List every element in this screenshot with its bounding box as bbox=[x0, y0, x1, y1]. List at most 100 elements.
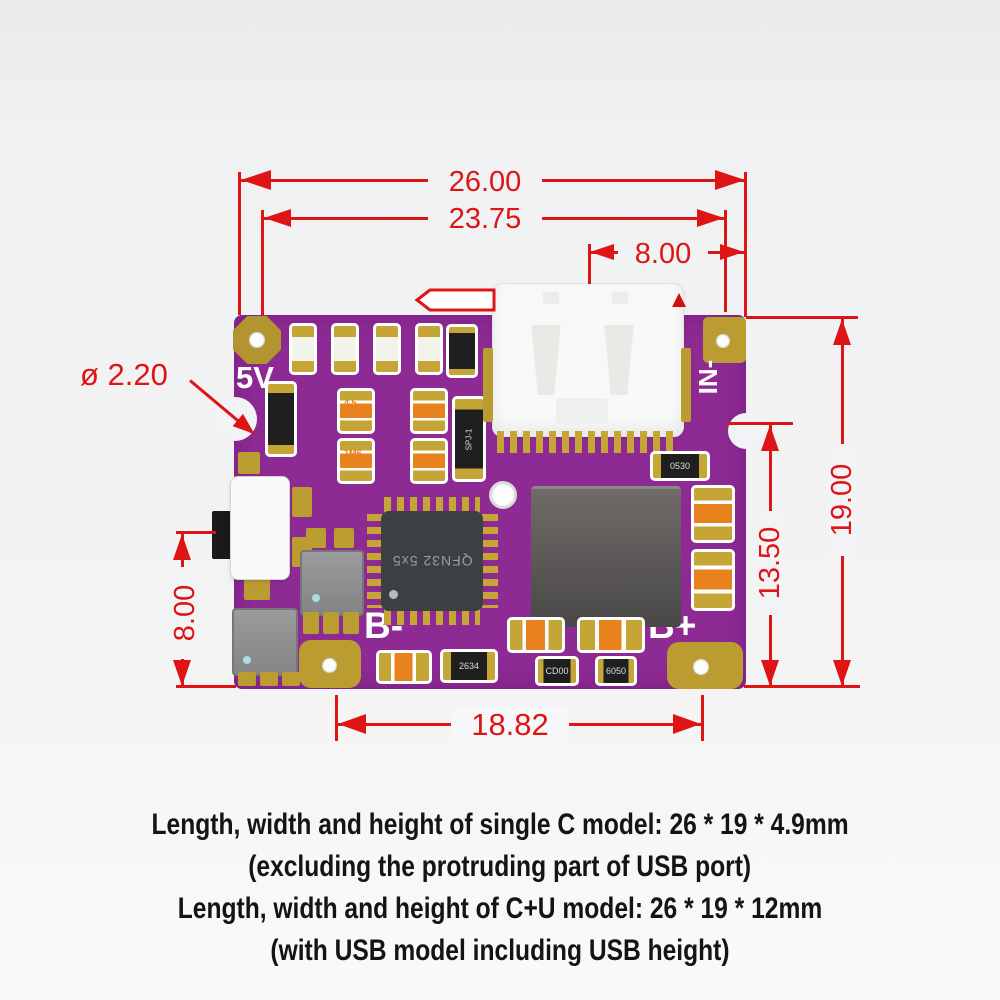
dim-arrow-icon bbox=[720, 244, 744, 260]
smd-ic-mid: SPJ-1 bbox=[452, 396, 486, 482]
smd-capacitor bbox=[376, 650, 432, 684]
battery-hole-plus bbox=[693, 659, 709, 675]
smd-capacitor bbox=[410, 438, 448, 484]
dim-switch-height-tick-top bbox=[176, 531, 216, 534]
dim-pad-span-ext-left bbox=[335, 695, 338, 741]
smd-ic-bottom: 2634 bbox=[440, 649, 498, 683]
switch-pad bbox=[292, 487, 312, 517]
transistor-pad bbox=[260, 672, 278, 686]
right-edge-notch bbox=[728, 413, 764, 449]
usb-small-arrow-icon bbox=[672, 293, 686, 307]
smd-capacitor bbox=[410, 388, 448, 434]
smd-ic-bottom-label: 6050 bbox=[605, 666, 627, 676]
qfn-pins-right bbox=[482, 514, 498, 608]
transistor-pad bbox=[343, 612, 359, 634]
dim-total-width-ext-right bbox=[744, 172, 747, 317]
switch-pad bbox=[238, 452, 260, 474]
dim-arrow-icon bbox=[715, 170, 745, 190]
dim-inner-height-tick-top bbox=[727, 422, 793, 425]
smd-capacitor bbox=[507, 617, 565, 653]
dim-total-height-tick-bottom bbox=[744, 685, 860, 688]
capacitor-value-label: 4.5 bbox=[344, 398, 357, 408]
qfn-pins-top bbox=[384, 497, 480, 513]
qfn-pins-bottom bbox=[384, 609, 480, 625]
dim-arrow-icon bbox=[590, 244, 614, 260]
mounting-hole-top-left bbox=[249, 332, 265, 348]
dim-inner-width-ext-right bbox=[724, 210, 727, 312]
qfn-pin1-marker bbox=[389, 590, 398, 599]
dim-switch-height-label: 8.00 bbox=[169, 567, 201, 659]
smd-capacitor bbox=[691, 549, 735, 611]
dim-arrow-icon bbox=[241, 170, 271, 190]
caption-line-2: (excluding the protruding part of USB po… bbox=[0, 850, 1000, 884]
usb-shell-detail bbox=[543, 292, 559, 304]
dim-arrow-icon bbox=[761, 425, 779, 451]
transistor-pad bbox=[323, 612, 339, 634]
qfn32-chip-label: QFN32 5x5 bbox=[391, 553, 473, 569]
transistor bbox=[300, 550, 364, 616]
usb-mount-tab bbox=[483, 348, 493, 422]
dim-arrow-icon bbox=[264, 209, 291, 227]
led-component bbox=[415, 323, 443, 375]
smd-ic-bottom-label: 2634 bbox=[458, 661, 480, 671]
board-via-hole bbox=[489, 481, 517, 509]
dim-arrow-icon bbox=[697, 209, 724, 227]
dim-arrow-icon bbox=[673, 714, 701, 734]
transistor-pad bbox=[303, 612, 319, 634]
dim-arrow-icon bbox=[761, 660, 779, 686]
dim-arrow-icon bbox=[338, 714, 366, 734]
smd-ic-right: 0530 bbox=[650, 451, 710, 481]
smd-ic-bottom-label: CD00 bbox=[545, 666, 569, 676]
transistor bbox=[232, 608, 298, 676]
transistor-marker bbox=[243, 656, 251, 664]
transistor-marker bbox=[312, 594, 320, 602]
caption-text: Length, width and height of single C mod… bbox=[151, 808, 849, 841]
transistor-pad bbox=[306, 528, 326, 548]
smd-capacitor bbox=[337, 438, 375, 484]
usb-shell-detail bbox=[556, 398, 608, 424]
usb-shell-detail bbox=[612, 292, 628, 304]
power-switch bbox=[230, 476, 290, 580]
mounting-hole-top-right bbox=[716, 334, 730, 348]
dim-total-width-label: 26.00 bbox=[428, 166, 542, 198]
dim-inner-width-label: 23.75 bbox=[428, 203, 542, 235]
dim-inner-width-ext-left bbox=[261, 210, 264, 315]
dim-arrow-icon bbox=[833, 319, 851, 345]
qfn-pins-left bbox=[367, 514, 383, 608]
dim-arrow-icon bbox=[173, 660, 191, 686]
usb-mount-tab bbox=[681, 348, 691, 422]
smd-capacitor bbox=[577, 617, 645, 653]
smd-capacitor bbox=[337, 388, 375, 434]
battery-hole-minus bbox=[322, 658, 337, 673]
qfn32-chip: QFN32 5x5 bbox=[381, 511, 483, 611]
smd-ic-bottom: 6050 bbox=[595, 656, 637, 686]
transistor-pad bbox=[282, 672, 300, 686]
dim-pad-span-ext-right bbox=[701, 695, 704, 741]
hole-diameter-label: ø 2.20 bbox=[80, 357, 168, 392]
caption-text: (with USB model including USB height) bbox=[270, 934, 730, 967]
dim-pad-span-label: 18.82 bbox=[451, 709, 569, 741]
smd-ic-bottom: CD00 bbox=[535, 656, 579, 686]
dim-total-height-tick-top bbox=[746, 316, 858, 319]
caption-line-1: Length, width and height of single C mod… bbox=[0, 808, 1000, 842]
dim-arrow-icon bbox=[833, 660, 851, 686]
smd-ic-left bbox=[265, 381, 297, 457]
silkscreen-in-label: IN- bbox=[693, 359, 723, 395]
smd-ic-top bbox=[446, 324, 478, 378]
led-component bbox=[373, 323, 401, 375]
smd-ic-mid-label: SPJ-1 bbox=[464, 428, 474, 450]
dim-arrow-icon bbox=[173, 534, 191, 560]
main-ic-chip bbox=[531, 486, 681, 627]
caption-text: (excluding the protruding part of USB po… bbox=[248, 850, 752, 883]
dim-usb-width-label: 8.00 bbox=[618, 238, 708, 270]
caption-text: Length, width and height of C+U model: 2… bbox=[177, 892, 823, 925]
transistor-pad bbox=[238, 672, 256, 686]
caption-line-3: Length, width and height of C+U model: 2… bbox=[0, 892, 1000, 926]
transistor-pad bbox=[334, 528, 354, 548]
led-component bbox=[289, 323, 317, 375]
switch-pad bbox=[244, 578, 270, 600]
dim-switch-height-tick-bottom bbox=[176, 685, 236, 688]
caption-line-4: (with USB model including USB height) bbox=[0, 934, 1000, 968]
dim-usb-width-ext bbox=[588, 244, 591, 284]
